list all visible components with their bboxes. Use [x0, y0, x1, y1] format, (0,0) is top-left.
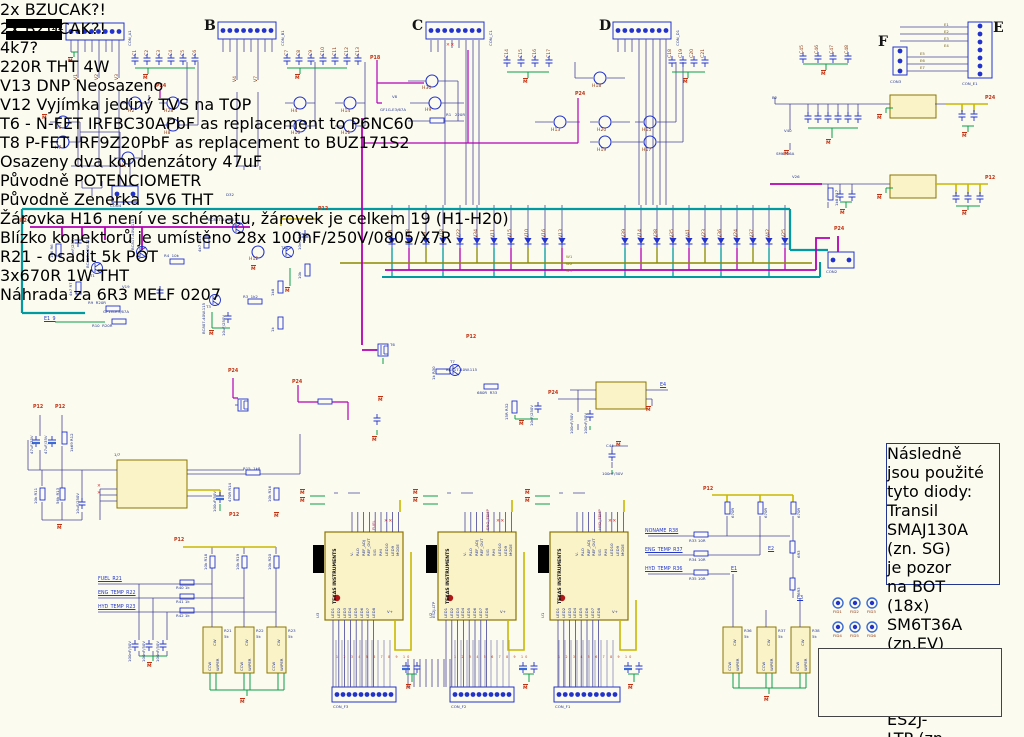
redaction-bar	[6, 31, 62, 40]
diode-note-title: Následně jsou použité tyto diody:	[887, 444, 984, 501]
redaction-bar	[6, 19, 62, 28]
diode-note-box: Následně jsou použité tyto diody: Transi…	[886, 443, 1000, 737]
diode-note-1: Transil SMAJ130A (zn. SG) je pozor na BO…	[887, 501, 969, 615]
title-block: Customer: Project: Drawn by: Checked by:…	[818, 648, 1002, 717]
